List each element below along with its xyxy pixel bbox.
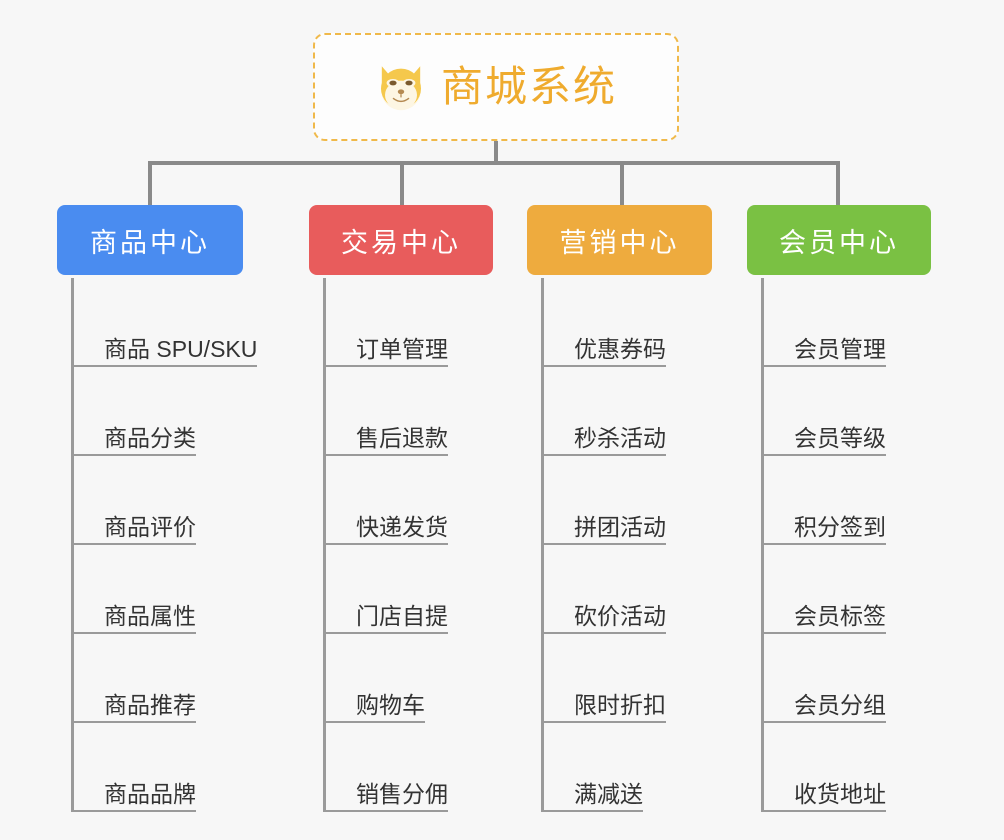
branch-item-label: 商品属性 bbox=[74, 603, 196, 634]
branch-item[interactable]: 优惠券码 bbox=[541, 278, 666, 367]
branch-items-0: 商品 SPU/SKU 商品分类商品评价商品属性商品推荐商品品牌 bbox=[71, 278, 258, 812]
branch-item-label: 会员等级 bbox=[764, 425, 886, 456]
branch-item-label: 订单管理 bbox=[326, 336, 448, 367]
connector-drop-2 bbox=[400, 161, 404, 205]
branch-item-label: 商品品牌 bbox=[74, 781, 196, 812]
branch-item-label: 购物车 bbox=[326, 692, 425, 723]
branch-item-label: 售后退款 bbox=[326, 425, 448, 456]
branch-header-1[interactable]: 交易中心 bbox=[309, 205, 493, 275]
branch-header-0[interactable]: 商品中心 bbox=[57, 205, 243, 275]
branch-item-label: 秒杀活动 bbox=[544, 425, 666, 456]
root-node[interactable]: 商城系统 bbox=[313, 33, 679, 141]
branch-item-underline bbox=[764, 543, 886, 545]
branch-item-underline bbox=[764, 810, 886, 812]
branch-item-underline bbox=[326, 632, 448, 634]
branch-item[interactable]: 订单管理 bbox=[323, 278, 448, 367]
branch-item-label: 商品 SPU/SKU bbox=[74, 336, 258, 367]
branch-item[interactable]: 限时折扣 bbox=[541, 634, 666, 723]
connector-horizontal-bar bbox=[148, 161, 840, 165]
branch-item[interactable]: 会员分组 bbox=[761, 634, 886, 723]
branch-item-label: 会员分组 bbox=[764, 692, 886, 723]
branch-item-label: 积分签到 bbox=[764, 514, 886, 545]
branch-item-label: 优惠券码 bbox=[544, 336, 666, 367]
branch-item[interactable]: 销售分佣 bbox=[323, 723, 448, 812]
branch-item[interactable]: 秒杀活动 bbox=[541, 367, 666, 456]
branch-item-underline bbox=[764, 632, 886, 634]
branch-item-underline bbox=[326, 543, 448, 545]
branch-item-underline bbox=[74, 632, 196, 634]
branch-item-label: 限时折扣 bbox=[544, 692, 666, 723]
branch-item-label: 满减送 bbox=[544, 781, 643, 812]
branch-item[interactable]: 满减送 bbox=[541, 723, 666, 812]
branch-item[interactable]: 会员等级 bbox=[761, 367, 886, 456]
branch-item-underline bbox=[764, 721, 886, 723]
branch-item[interactable]: 商品分类 bbox=[71, 367, 257, 456]
dog-face-icon bbox=[375, 63, 427, 111]
branch-header-3[interactable]: 会员中心 bbox=[747, 205, 931, 275]
branch-item-underline bbox=[544, 632, 666, 634]
branch-header-label: 营销中心 bbox=[559, 227, 680, 258]
branch-item[interactable]: 商品推荐 bbox=[71, 634, 257, 723]
branch-item-underline bbox=[74, 810, 196, 812]
branch-item-underline bbox=[74, 721, 196, 723]
branch-item[interactable]: 商品品牌 bbox=[71, 723, 257, 812]
branch-item-label: 收货地址 bbox=[764, 781, 886, 812]
branch-item-label: 砍价活动 bbox=[544, 603, 666, 634]
branch-item-underline bbox=[764, 365, 886, 367]
branch-item-underline bbox=[544, 454, 666, 456]
branch-item-underline bbox=[544, 810, 643, 812]
connector-drop-3 bbox=[620, 161, 624, 205]
branch-item-underline bbox=[326, 721, 425, 723]
connector-root-stem bbox=[494, 141, 498, 165]
branch-item-underline bbox=[74, 454, 196, 456]
branch-item[interactable]: 收货地址 bbox=[761, 723, 886, 812]
branch-item-underline bbox=[326, 810, 448, 812]
branch-header-label: 交易中心 bbox=[341, 227, 461, 258]
branch-item-underline bbox=[326, 454, 448, 456]
branch-items-3: 会员管理会员等级积分签到会员标签会员分组收货地址 bbox=[761, 278, 886, 812]
branch-header-2[interactable]: 营销中心 bbox=[527, 205, 712, 275]
branch-item-label: 商品分类 bbox=[74, 425, 196, 456]
branch-item[interactable]: 门店自提 bbox=[323, 545, 448, 634]
branch-item-label: 门店自提 bbox=[326, 603, 448, 634]
connector-drop-1 bbox=[148, 161, 152, 205]
branch-header-label: 商品中心 bbox=[90, 227, 210, 258]
branch-item-label: 会员标签 bbox=[764, 603, 886, 634]
branch-item[interactable]: 商品评价 bbox=[71, 456, 257, 545]
branch-item[interactable]: 商品属性 bbox=[71, 545, 257, 634]
branch-item-underline bbox=[764, 454, 886, 456]
branch-item[interactable]: 购物车 bbox=[323, 634, 448, 723]
branch-item-underline bbox=[544, 543, 666, 545]
branch-item-label: 销售分佣 bbox=[326, 781, 448, 812]
branch-item-underline bbox=[326, 365, 448, 367]
branch-item-label: 商品推荐 bbox=[74, 692, 196, 723]
branch-item[interactable]: 拼团活动 bbox=[541, 456, 666, 545]
branch-header-label: 会员中心 bbox=[779, 227, 899, 258]
branch-item[interactable]: 砍价活动 bbox=[541, 545, 666, 634]
branch-item-label: 商品评价 bbox=[74, 514, 196, 545]
branch-item-underline bbox=[74, 365, 258, 367]
branch-item[interactable]: 积分签到 bbox=[761, 456, 886, 545]
root-title: 商城系统 bbox=[440, 63, 617, 110]
branch-item-underline bbox=[74, 543, 196, 545]
branch-item[interactable]: 快递发货 bbox=[323, 456, 448, 545]
branch-item-label: 拼团活动 bbox=[544, 514, 666, 545]
branch-items-1: 订单管理售后退款快递发货门店自提购物车销售分佣 bbox=[323, 278, 448, 812]
branch-item[interactable]: 会员标签 bbox=[761, 545, 886, 634]
branch-item-label: 快递发货 bbox=[326, 514, 448, 545]
branch-item[interactable]: 会员管理 bbox=[761, 278, 886, 367]
branch-items-2: 优惠券码秒杀活动拼团活动砍价活动限时折扣满减送 bbox=[541, 278, 666, 812]
branch-item[interactable]: 商品 SPU/SKU bbox=[71, 278, 258, 367]
branch-item-underline bbox=[544, 365, 666, 367]
connector-drop-4 bbox=[836, 161, 840, 205]
branch-item-label: 会员管理 bbox=[764, 336, 886, 367]
branch-item[interactable]: 售后退款 bbox=[323, 367, 448, 456]
branch-item-underline bbox=[544, 721, 666, 723]
